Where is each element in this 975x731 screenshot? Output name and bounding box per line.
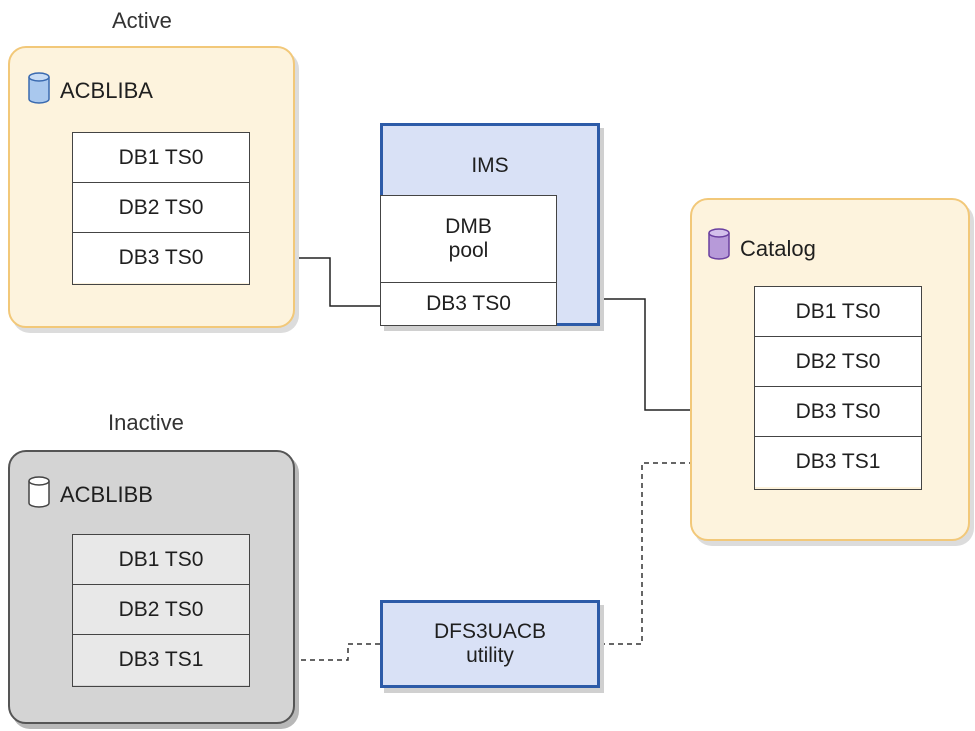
table-row: DB3 TS1 (73, 635, 249, 685)
utility-label-line1: DFS3UACB (433, 620, 547, 643)
table-row: DB3 TS0 (755, 387, 921, 437)
catalog-title: Catalog (740, 236, 816, 261)
acbliba-title: ACBLIBA (60, 78, 153, 103)
database-icon (28, 72, 50, 109)
link-utility-to-acblibb (249, 643, 380, 668)
ims-db3-member: DB3 TS0 (380, 282, 557, 326)
dmb-pool: DMB pool (380, 195, 557, 283)
table-row: DB3 TS1 (755, 437, 921, 487)
table-row: DB1 TS0 (73, 535, 249, 585)
database-icon (28, 476, 50, 513)
utility-label-line2: utility (466, 644, 514, 667)
active-caption: Active (112, 8, 172, 33)
table-row: DB1 TS0 (755, 287, 921, 337)
dmb-pool-label-line2: pool (448, 239, 489, 262)
table-row: DB2 TS0 (73, 585, 249, 635)
dmb-pool-label-line1: DMB (445, 215, 492, 238)
table-row: DB2 TS0 (755, 337, 921, 387)
inactive-caption: Inactive (108, 410, 184, 435)
table-row: DB2 TS0 (73, 183, 249, 233)
dfs3uacb-utility-box: DFS3UACB utility (380, 600, 600, 688)
database-icon (708, 228, 730, 265)
ims-title: IMS (471, 154, 509, 177)
acbliba-table: DB1 TS0 DB2 TS0 DB3 TS0 (72, 132, 250, 285)
acblibb-table: DB1 TS0 DB2 TS0 DB3 TS1 (72, 534, 250, 687)
table-row: DB3 TS0 (73, 233, 249, 283)
link-utility-to-catalog (600, 455, 753, 645)
catalog-panel: Catalog DB1 TS0 DB2 TS0 DB3 TS0 DB3 TS1 (690, 198, 970, 541)
acbliba-panel: ACBLIBA DB1 TS0 DB2 TS0 DB3 TS0 (8, 46, 295, 328)
table-row: DB1 TS0 (73, 133, 249, 183)
acblibb-panel: ACBLIBB DB1 TS0 DB2 TS0 DB3 TS1 (8, 450, 295, 724)
catalog-table: DB1 TS0 DB2 TS0 DB3 TS0 DB3 TS1 (754, 286, 922, 490)
acblibb-title: ACBLIBB (60, 482, 153, 507)
